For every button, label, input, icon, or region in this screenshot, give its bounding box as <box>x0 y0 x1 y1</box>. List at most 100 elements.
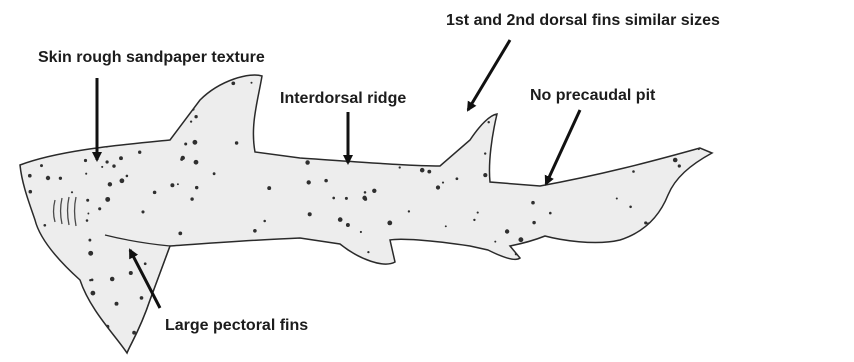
label-dorsal-fins: 1st and 2nd dorsal fins similar sizes <box>446 13 720 29</box>
spot <box>79 79 83 83</box>
spot <box>445 225 447 227</box>
spot <box>661 82 665 86</box>
spot <box>110 277 115 282</box>
spot <box>684 296 689 301</box>
spot <box>339 316 341 318</box>
spot <box>700 206 705 211</box>
spot <box>505 229 509 233</box>
spot <box>62 145 65 148</box>
spot <box>563 352 565 354</box>
spot <box>631 339 634 342</box>
spot <box>82 119 85 122</box>
spot <box>307 180 311 184</box>
spot <box>491 272 493 274</box>
spot <box>126 175 129 178</box>
spot <box>222 247 226 251</box>
shark-eye <box>46 176 50 180</box>
spot <box>387 220 392 225</box>
spot <box>408 210 410 212</box>
spot <box>593 121 595 123</box>
spot <box>290 125 294 129</box>
spot <box>308 212 312 216</box>
spot <box>507 348 509 350</box>
spot <box>194 115 197 118</box>
spot <box>619 257 621 259</box>
label-pectoral-fins: Large pectoral fins <box>165 318 308 334</box>
spot <box>238 305 243 310</box>
spot <box>213 172 216 175</box>
spot <box>23 210 26 213</box>
spot <box>345 337 349 341</box>
spot <box>91 279 94 282</box>
spot <box>487 121 489 123</box>
spot <box>340 117 343 120</box>
spot <box>84 159 87 162</box>
spot <box>259 138 263 142</box>
spot <box>450 145 453 148</box>
spot <box>29 285 32 288</box>
spot <box>654 121 656 123</box>
spot <box>26 347 30 351</box>
spot <box>477 212 479 214</box>
label-skin-texture: Skin rough sandpaper texture <box>38 50 265 66</box>
spot <box>522 102 525 105</box>
spot <box>85 173 87 175</box>
spot <box>565 272 568 275</box>
spot <box>120 178 125 183</box>
spot <box>78 333 81 336</box>
spot <box>535 253 539 257</box>
spot <box>88 251 93 256</box>
spot <box>324 179 328 183</box>
spot <box>35 294 38 297</box>
spot <box>87 213 89 215</box>
spot <box>521 164 523 166</box>
spot <box>81 93 83 95</box>
spot <box>129 271 133 275</box>
spot <box>178 232 182 236</box>
spot <box>528 147 533 152</box>
spot <box>208 287 213 292</box>
spot <box>40 164 43 167</box>
spot <box>153 191 157 195</box>
spot <box>305 160 309 164</box>
spot <box>483 173 487 177</box>
spot <box>267 186 271 190</box>
spot <box>187 275 191 279</box>
spot <box>34 296 36 298</box>
spot <box>83 133 85 135</box>
spot <box>674 241 676 243</box>
spot <box>704 310 708 314</box>
spot <box>424 110 428 114</box>
spot <box>473 219 475 221</box>
spot <box>563 329 567 333</box>
spot <box>119 156 123 160</box>
spot <box>480 271 482 273</box>
spot <box>538 292 541 295</box>
spot <box>190 197 193 200</box>
spot <box>372 189 376 193</box>
spot <box>144 262 147 265</box>
spot <box>544 132 547 135</box>
spot <box>708 78 710 80</box>
spot <box>484 152 486 154</box>
spot <box>599 341 602 344</box>
spot <box>327 320 331 324</box>
spot <box>699 199 702 202</box>
spot <box>420 253 423 256</box>
spot <box>140 296 144 300</box>
spot <box>540 332 543 335</box>
spot <box>364 197 368 201</box>
spot <box>414 156 416 158</box>
spot <box>309 324 313 328</box>
spot <box>540 80 543 83</box>
spot <box>407 156 411 160</box>
spot <box>413 133 417 137</box>
spot <box>358 152 360 154</box>
spot <box>337 343 342 348</box>
spot <box>336 317 340 321</box>
spot <box>345 197 348 200</box>
arrow-dorsal-fins <box>468 40 510 110</box>
spot <box>186 282 188 284</box>
spot <box>190 120 192 122</box>
